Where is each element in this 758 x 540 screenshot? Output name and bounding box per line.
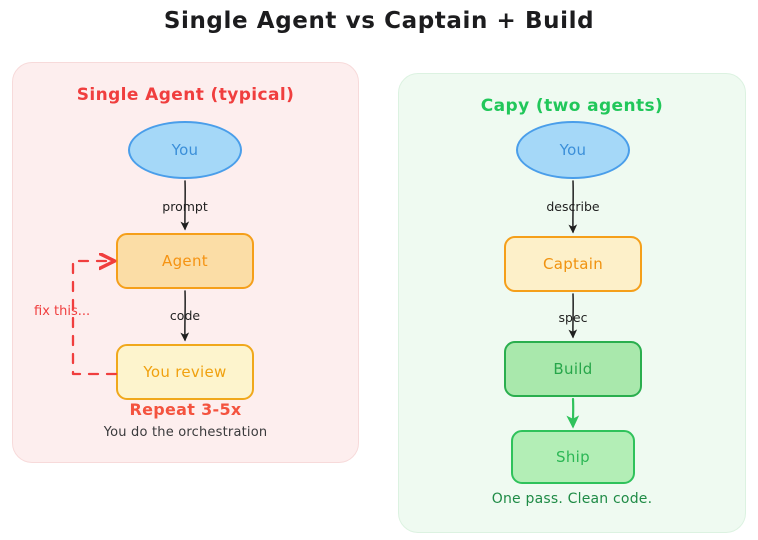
node-build[interactable]: Build	[504, 341, 642, 397]
node-agent[interactable]: Agent	[116, 233, 254, 289]
node-ship[interactable]: Ship	[511, 430, 635, 484]
edge-label-code: code	[169, 308, 201, 323]
footer-repeat-count: Repeat 3-5x	[129, 400, 242, 419]
edge-label-fix-this: fix this...	[34, 304, 91, 319]
edge-label-spec: spec	[558, 310, 588, 325]
footer-one-pass-note: One pass. Clean code.	[491, 491, 653, 507]
edge-label-prompt: prompt	[162, 199, 208, 214]
panel-single-agent-title: Single Agent (typical)	[76, 85, 295, 105]
node-captain[interactable]: Captain	[504, 236, 642, 292]
node-you-right[interactable]: You	[516, 121, 630, 179]
node-you-review[interactable]: You review	[116, 344, 254, 400]
panel-capy-title: Capy (two agents)	[480, 96, 664, 116]
footer-orchestration-note: You do the orchestration	[103, 425, 268, 440]
page-title: Single Agent vs Captain + Build	[163, 8, 595, 34]
edge-label-describe: describe	[546, 199, 600, 214]
node-you-left[interactable]: You	[128, 121, 242, 179]
